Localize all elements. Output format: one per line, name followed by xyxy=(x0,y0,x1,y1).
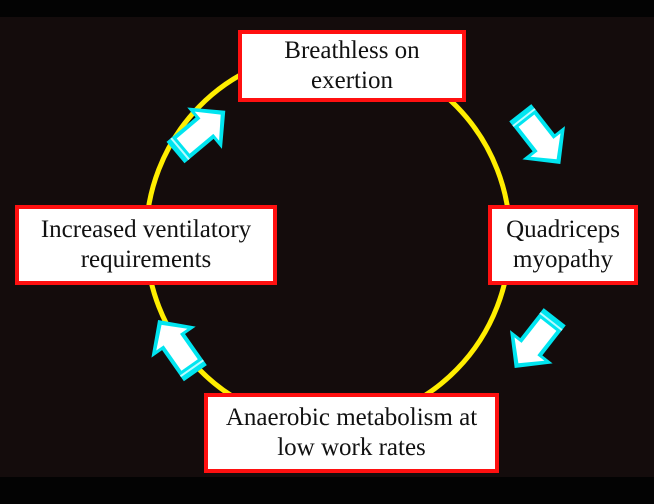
node-breathless-on-exertion: Breathless on exertion xyxy=(238,30,466,102)
node-text-line: myopathy xyxy=(513,246,613,273)
node-text-line: Anaerobic metabolism at xyxy=(225,404,478,431)
node-text-line: Breathless on xyxy=(284,37,420,64)
node-text-line: Increased ventilatory xyxy=(40,216,252,243)
node-text-line: requirements xyxy=(80,246,212,273)
node-text-line: low work rates xyxy=(277,434,426,461)
node-increased-ventilatory-requirements: Increased ventilatory requirements xyxy=(15,205,277,285)
node-text-line: exertion xyxy=(311,67,393,94)
node-quadriceps-myopathy: Quadriceps myopathy xyxy=(488,205,638,285)
node-text-line: Quadriceps xyxy=(506,216,620,243)
arrow-top-to-right-icon xyxy=(498,95,583,182)
arrow-right-to-bottom-icon xyxy=(492,299,577,386)
node-anaerobic-metabolism: Anaerobic metabolism at low work rates xyxy=(204,393,499,473)
